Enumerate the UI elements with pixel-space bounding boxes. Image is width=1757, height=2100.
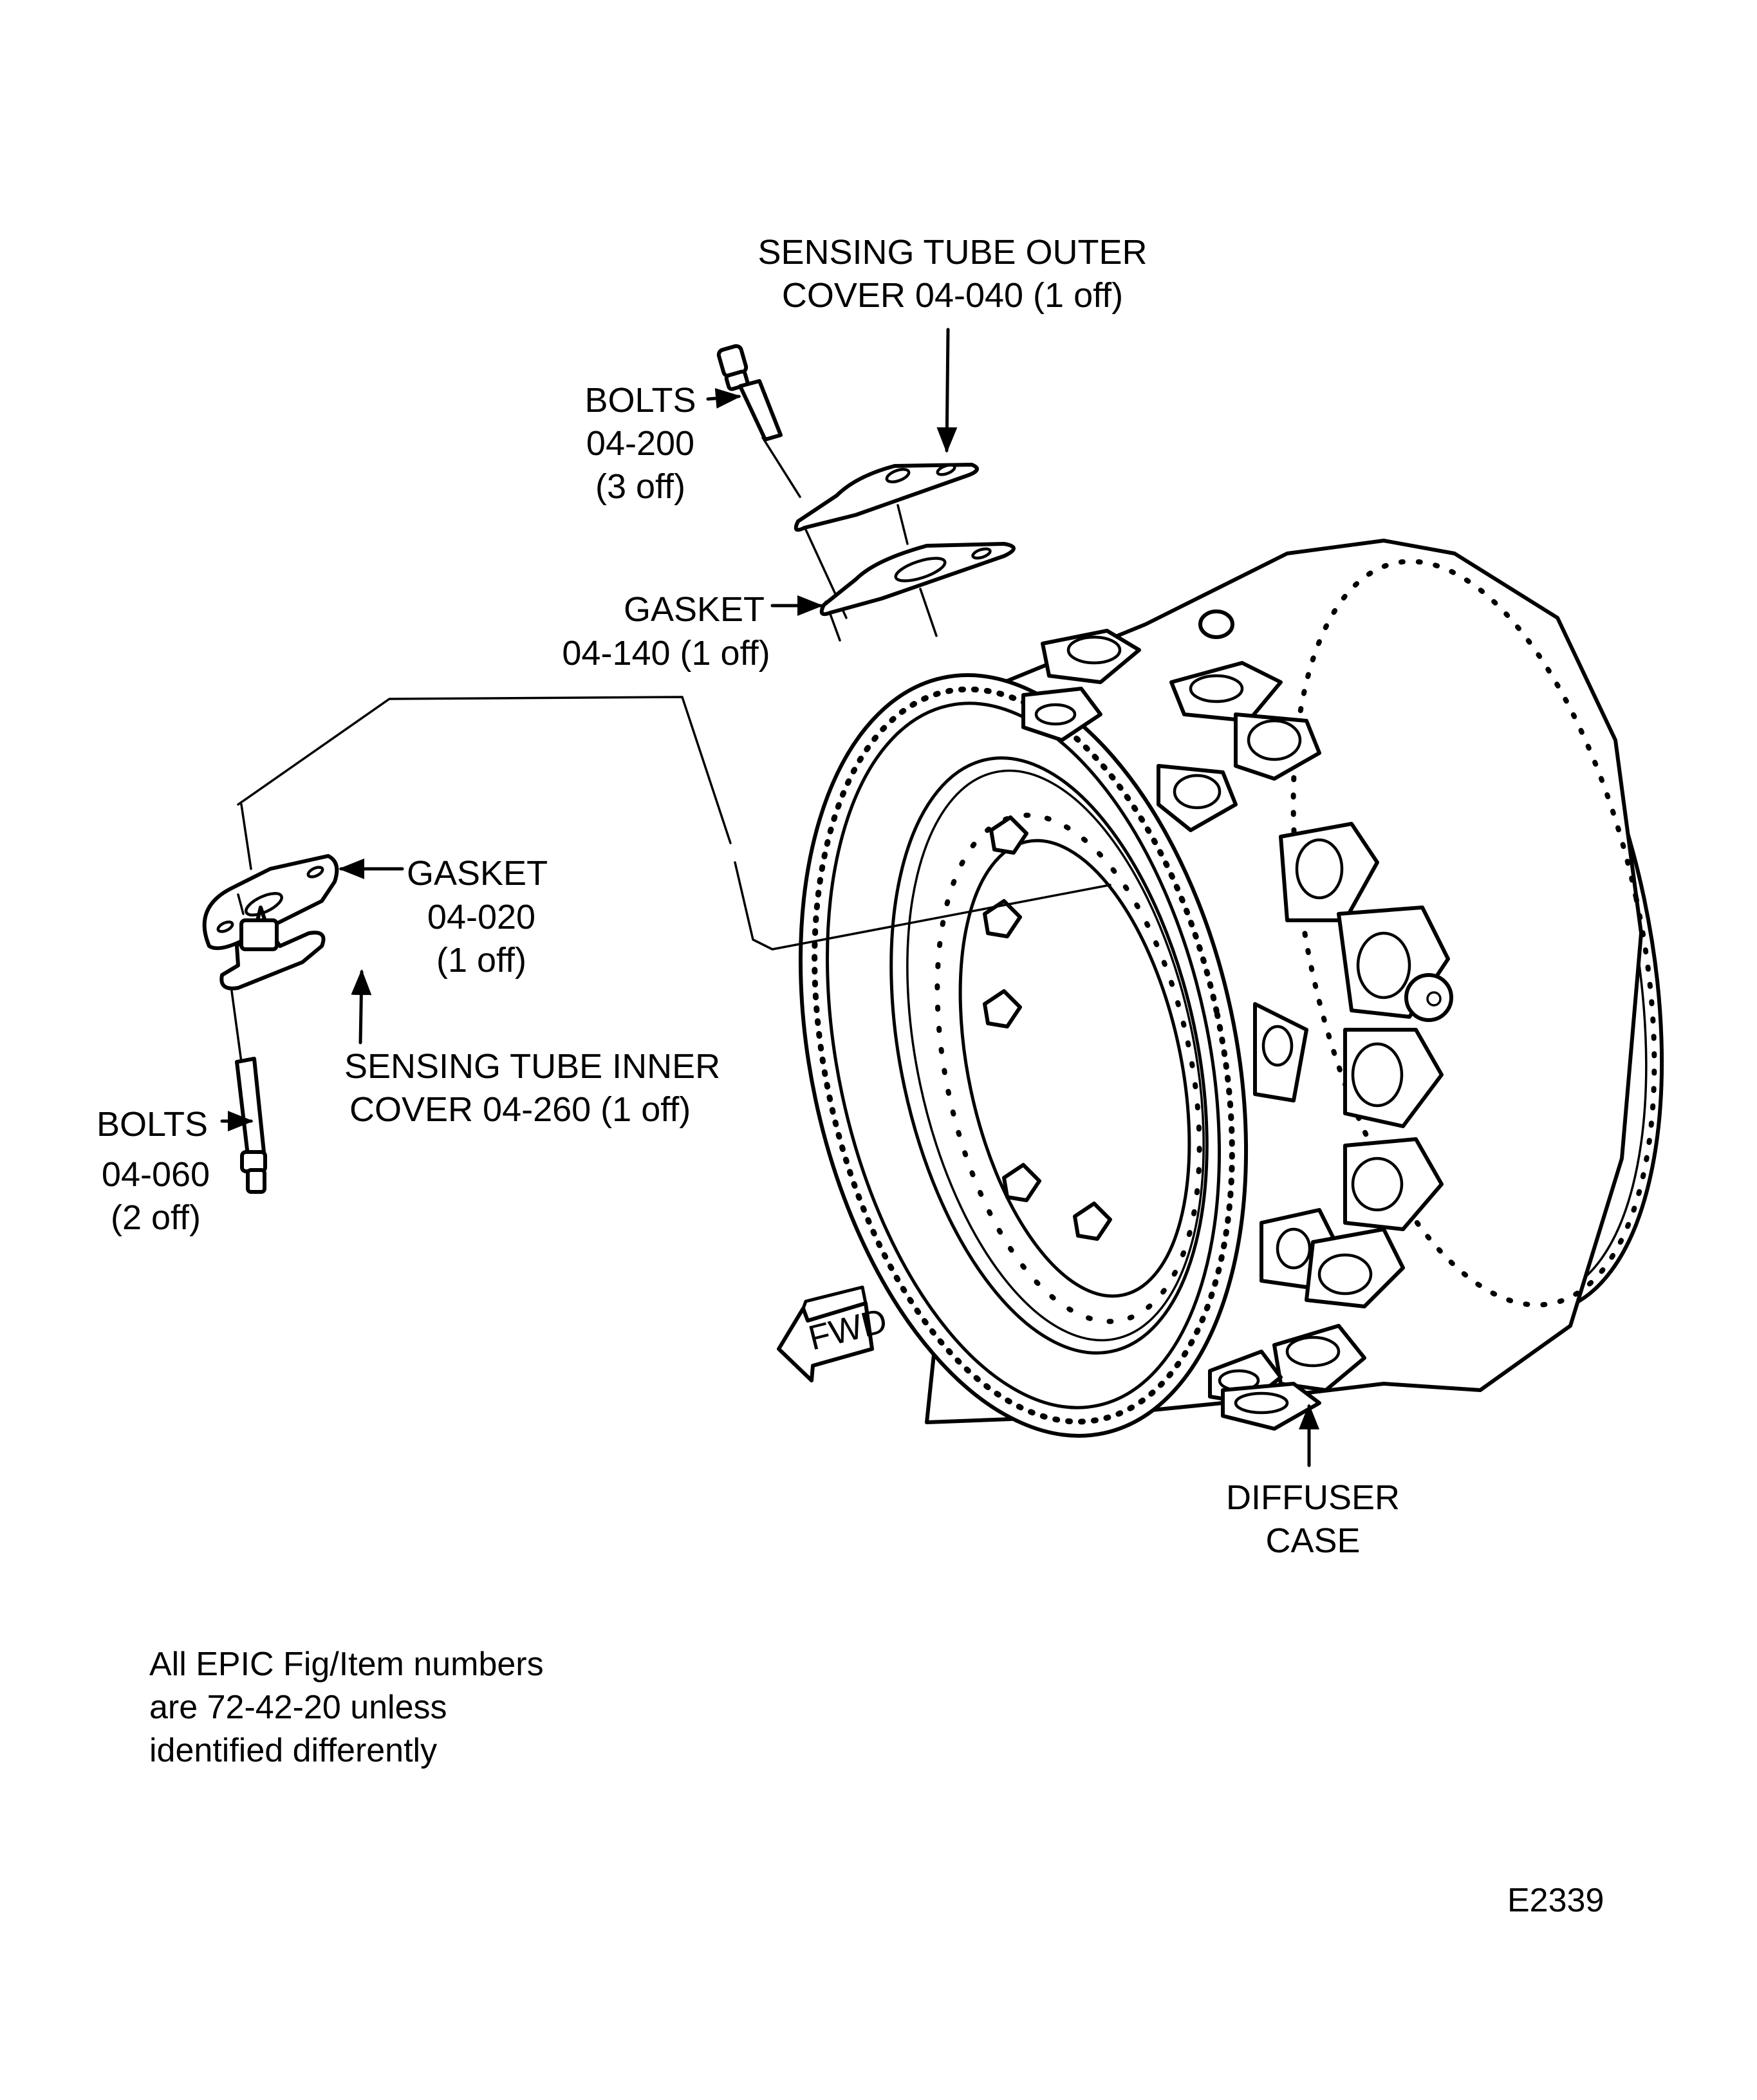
case-bosses: [1021, 609, 1453, 1431]
bolts-upper-label-line3: (3 off): [595, 467, 685, 506]
outer-cover-leader: [936, 328, 958, 453]
figure-id: E2339: [1507, 1882, 1604, 1919]
gasket-upper-label-line1: GASKET: [624, 590, 765, 629]
inner-cover-leader: [351, 969, 372, 1045]
outer-cover-label-line1: SENSING TUBE OUTER: [758, 233, 1147, 272]
lower-exploded-stack: [202, 803, 339, 1194]
diffuser-case-label-line2: CASE: [1265, 1521, 1360, 1560]
callout-labels: SENSING TUBE OUTER COVER 04-040 (1 off) …: [97, 233, 1400, 1560]
note-line-1: All EPIC Fig/Item numbers: [149, 1646, 544, 1683]
gasket-lower-label-line3: (1 off): [436, 941, 526, 980]
bolts-lower-label-line2: 04-060: [102, 1155, 210, 1194]
bolt-04-060: [235, 1057, 267, 1194]
figure-note: All EPIC Fig/Item numbers are 72-42-20 u…: [149, 1646, 544, 1769]
front-flange-inner: [825, 702, 1222, 1409]
inner-bore: [958, 839, 1191, 1298]
bolts-upper-label-line1: BOLTS: [584, 381, 696, 420]
inner-cover-label-line1: SENSING TUBE INNER: [344, 1047, 720, 1086]
gasket-lower-label-line2: 04-020: [427, 898, 535, 936]
note-line-3: identified differently: [149, 1732, 437, 1769]
outer-cover-04-040: [794, 463, 979, 532]
note-line-2: are 72-42-20 unless: [149, 1689, 447, 1726]
bolt-04-200: [716, 344, 783, 441]
outer-cover-label-line2: COVER 04-040 (1 off): [782, 276, 1123, 315]
diffuser-case-label-line1: DIFFUSER: [1226, 1478, 1400, 1517]
inner-cover-label-line2: COVER 04-260 (1 off): [349, 1090, 691, 1129]
inner-bore-features: [983, 815, 1112, 1241]
inner-liner-2: [906, 769, 1205, 1342]
fwd-label: FWD: [804, 1301, 891, 1358]
gasket-lower-label-line1: GASKET: [407, 854, 548, 893]
gasket-upper-label-line2: 04-140 (1 off): [562, 634, 770, 673]
inner-bolt-ring: [934, 812, 1202, 1324]
bolts-upper-leader: [706, 388, 741, 409]
inner-liner: [889, 756, 1209, 1355]
diffuser-case: [798, 539, 1664, 1438]
bolts-lower-label-line1: BOLTS: [97, 1105, 208, 1144]
front-flange-bolt-ring: [812, 686, 1235, 1425]
rear-flange-bolt-ring: [1290, 559, 1657, 1308]
upper-exploded-stack: [716, 344, 1016, 642]
fwd-direction-marker: FWD: [777, 1285, 891, 1382]
bolts-upper-label-line2: 04-200: [586, 424, 694, 463]
callout-leaders: [220, 328, 1319, 1467]
bolts-lower-label-line3: (2 off): [111, 1198, 201, 1237]
assembly-path-line: [237, 696, 1111, 951]
